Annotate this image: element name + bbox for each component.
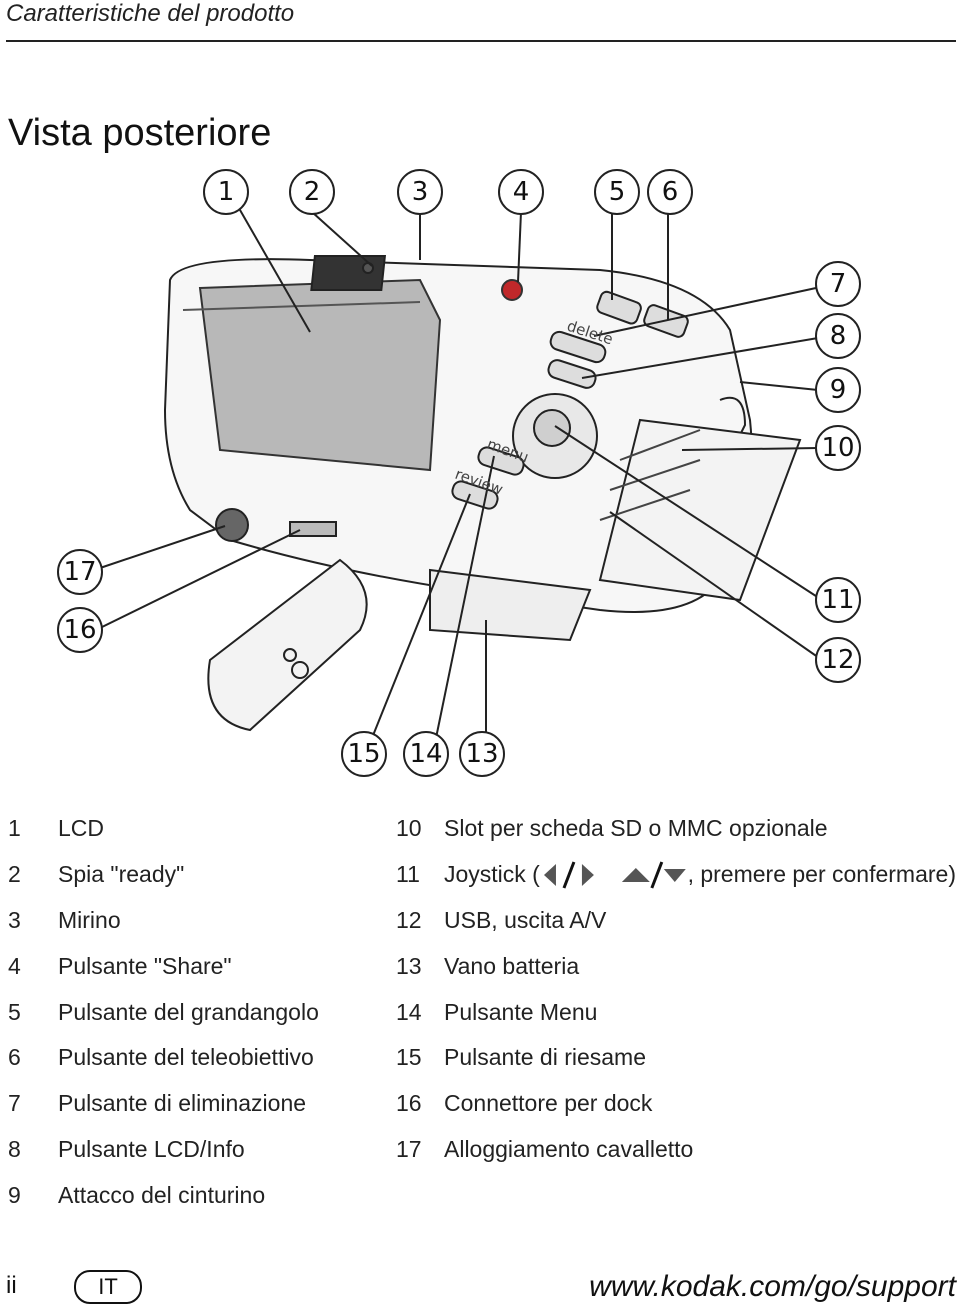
callout-label-6: 6	[662, 177, 679, 207]
callout-label-4: 4	[513, 177, 530, 207]
callout-3	[397, 169, 443, 215]
callout-8	[815, 313, 861, 359]
callout-label-12: 12	[821, 645, 854, 675]
legend-item-joystick: 11 Joystick ( , premere per confermare)	[396, 852, 956, 898]
camera-illustration: delete menu review 1 2 3 4	[57, 169, 861, 777]
share-button-shape	[501, 279, 523, 301]
callout-label-13: 13	[465, 739, 498, 769]
leader-lines	[99, 209, 823, 739]
callout-12	[815, 637, 861, 683]
callout-1	[203, 169, 249, 215]
sd-card-door	[598, 418, 802, 602]
battery-compartment	[429, 568, 592, 642]
joystick-arrows-icon	[543, 861, 686, 889]
tripod-mount	[215, 508, 249, 542]
callout-label-15: 15	[347, 739, 380, 769]
callout-4	[498, 169, 544, 215]
menu-button-shape	[477, 446, 525, 476]
page-title: Vista posteriore	[8, 112, 272, 154]
callout-label-17: 17	[63, 557, 96, 587]
callout-label-10: 10	[821, 433, 854, 463]
callout-6	[647, 169, 693, 215]
callout-label-5: 5	[609, 177, 626, 207]
callout-label-1: 1	[218, 177, 235, 207]
strap-post	[719, 396, 747, 446]
joystick-inner	[533, 409, 571, 447]
callout-label-16: 16	[63, 615, 96, 645]
info-button-shape	[547, 359, 597, 389]
page-number: ii	[6, 1272, 17, 1299]
callout-15	[341, 731, 387, 777]
callout-10	[815, 425, 861, 471]
dock-connector	[289, 521, 337, 537]
page-footer: ii IT www.kodak.com/go/support	[6, 1262, 956, 1307]
language-badge: IT	[74, 1270, 142, 1304]
callout-label-11: 11	[821, 585, 854, 615]
callout-14	[403, 731, 449, 777]
callout-9	[815, 367, 861, 413]
callout-label-14: 14	[409, 739, 442, 769]
callout-2	[289, 169, 335, 215]
delete-button-shape	[549, 330, 607, 364]
page-header: Caratteristiche del prodotto	[6, 0, 956, 42]
callout-17	[57, 549, 103, 595]
callout-label-9: 9	[830, 375, 847, 405]
callout-5	[594, 169, 640, 215]
section-title: Caratteristiche del prodotto	[6, 0, 295, 27]
viewfinder	[310, 255, 387, 291]
callouts	[57, 169, 861, 777]
callout-label-3: 3	[412, 177, 429, 207]
callout-label-7: 7	[830, 269, 847, 299]
callout-7	[815, 261, 861, 307]
callout-label-2: 2	[304, 177, 321, 207]
wide-button-shape	[596, 290, 642, 325]
review-button-shape	[451, 480, 499, 510]
callout-16	[57, 607, 103, 653]
callout-label-8: 8	[830, 321, 847, 351]
callout-11	[815, 577, 861, 623]
support-url[interactable]: www.kodak.com/go/support	[589, 1270, 956, 1303]
lcd-screen	[198, 278, 442, 472]
callout-13	[459, 731, 505, 777]
camera-rear-view-figure: delete menu review 1 2 3 4	[0, 160, 960, 800]
battery-door	[207, 558, 368, 732]
